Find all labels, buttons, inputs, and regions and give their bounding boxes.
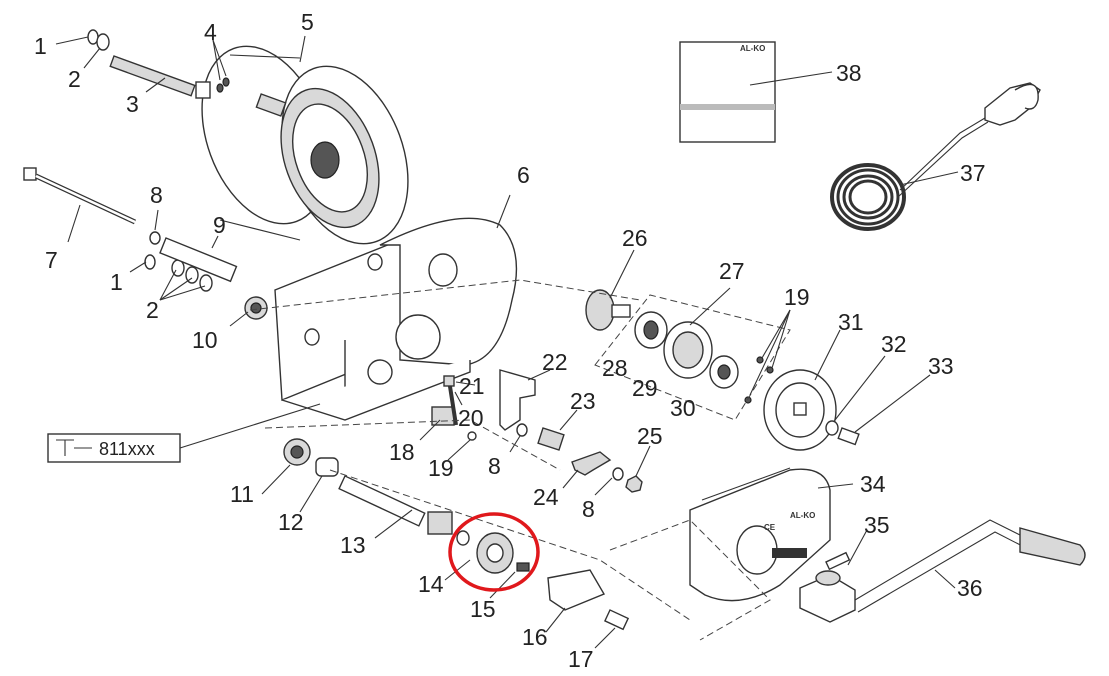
label-part-20: 20 (458, 405, 484, 431)
label-part-17: 17 (568, 646, 594, 672)
cover-brand-mark: AL-KO (790, 511, 815, 520)
label-part-38: 38 (836, 60, 862, 86)
type-plate-label: 811xxx (99, 439, 155, 459)
gear-train (585, 249, 931, 451)
label-part-8-top: 8 (150, 182, 163, 208)
spacer-tube-group (129, 209, 268, 327)
label-part-2-mid: 2 (146, 297, 159, 323)
label-part-18: 18 (389, 439, 415, 465)
label-part-25: 25 (637, 423, 663, 449)
label-part-7: 7 (45, 247, 58, 273)
drive-shaft-group (249, 279, 771, 649)
cable-drum (201, 35, 409, 245)
label-part-27: 27 (719, 258, 745, 284)
manual-brand-mark: AL-KO (740, 44, 765, 53)
shaft-assembly-top (55, 29, 230, 99)
label-part-35: 35 (864, 512, 890, 538)
label-part-13: 13 (340, 532, 366, 558)
long-bolt (23, 167, 137, 243)
winch-frame (274, 194, 518, 421)
cable-coil-with-hook (830, 82, 1041, 231)
label-part-33: 33 (928, 353, 954, 379)
cover-ce-mark: CE (764, 523, 776, 532)
label-part-8-lower-left: 8 (488, 453, 501, 479)
label-part-22: 22 (542, 349, 568, 375)
crank-handle (799, 519, 1086, 623)
label-part-6: 6 (517, 162, 530, 188)
label-part-32: 32 (881, 331, 907, 357)
label-part-1-mid: 1 (110, 269, 123, 295)
label-part-29: 29 (632, 375, 658, 401)
label-part-14: 14 (418, 571, 444, 597)
label-part-15: 15 (470, 596, 496, 622)
label-part-28: 28 (602, 355, 628, 381)
highlight-ring (448, 512, 540, 592)
label-part-4: 4 (204, 19, 217, 45)
label-part-8-lower-right: 8 (582, 496, 595, 522)
label-part-36: 36 (957, 575, 983, 601)
part-number-labels: 1 2 3 4 5 6 7 8 9 1 2 10 11 12 13 14 15 … (34, 9, 986, 672)
label-part-19-lower: 19 (428, 455, 454, 481)
label-part-21: 21 (459, 373, 485, 399)
label-part-24: 24 (533, 484, 559, 510)
label-part-9: 9 (213, 212, 226, 238)
manual-booklet: AL-KO (679, 41, 833, 143)
pawl-assembly (419, 369, 651, 496)
type-plate-callout: 811xxx (47, 403, 321, 463)
label-part-26: 26 (622, 225, 648, 251)
label-part-5: 5 (301, 9, 314, 35)
label-part-34: 34 (860, 471, 886, 497)
label-part-23: 23 (570, 388, 596, 414)
label-part-3: 3 (126, 91, 139, 117)
label-part-10: 10 (192, 327, 218, 353)
label-part-37: 37 (960, 160, 986, 186)
label-part-2-top: 2 (68, 66, 81, 92)
label-part-30: 30 (670, 395, 696, 421)
label-part-16: 16 (522, 624, 548, 650)
label-part-1-top: 1 (34, 33, 47, 59)
gear-cover: AL-KO CE (689, 467, 854, 602)
label-part-11: 11 (230, 481, 254, 507)
label-part-12: 12 (278, 509, 304, 535)
label-part-31: 31 (838, 309, 864, 335)
label-part-19-upper: 19 (784, 284, 810, 310)
